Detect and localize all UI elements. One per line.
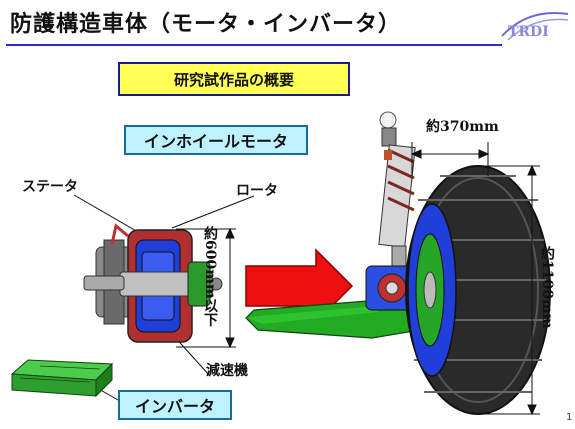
wheel-width-dimension: [410, 142, 490, 176]
motor-height-dimension: [176, 227, 236, 349]
in-wheel-motor-label: インホイールモータ: [143, 132, 288, 151]
title-underline: [6, 44, 502, 46]
wheel-tire: [405, 165, 551, 415]
trdi-logo: TRDI: [498, 6, 572, 50]
heading-text: 研究試作品の概要: [173, 70, 294, 89]
wheel-height-dimension: [470, 164, 540, 416]
rotor-label: ロータ: [236, 183, 278, 199]
inverter-unit: [10, 359, 114, 398]
inverter-box: インバータ: [118, 390, 232, 420]
wheel-height-label: 約1100mm: [539, 246, 555, 329]
wheel-hub: [365, 265, 419, 311]
in-wheel-motor-box: インホイールモータ: [124, 125, 308, 155]
wheel-width-label: 約370mm: [426, 119, 499, 135]
motor-size-label: 約600mm以下: [202, 226, 218, 327]
page-number: 1: [566, 412, 573, 423]
stator-leader: [73, 194, 139, 233]
logo-text: TRDI: [508, 24, 549, 40]
stator-label: ステータ: [22, 179, 78, 195]
motor-assembly: [83, 223, 223, 343]
inverter-label: インバータ: [134, 397, 215, 416]
heading-box: 研究試作品の概要: [118, 62, 350, 96]
slide-title: 防護構造車体（モータ・インバータ）: [10, 12, 402, 37]
reducer-label: 減速機: [206, 363, 248, 379]
rotor-leader: [171, 195, 255, 229]
